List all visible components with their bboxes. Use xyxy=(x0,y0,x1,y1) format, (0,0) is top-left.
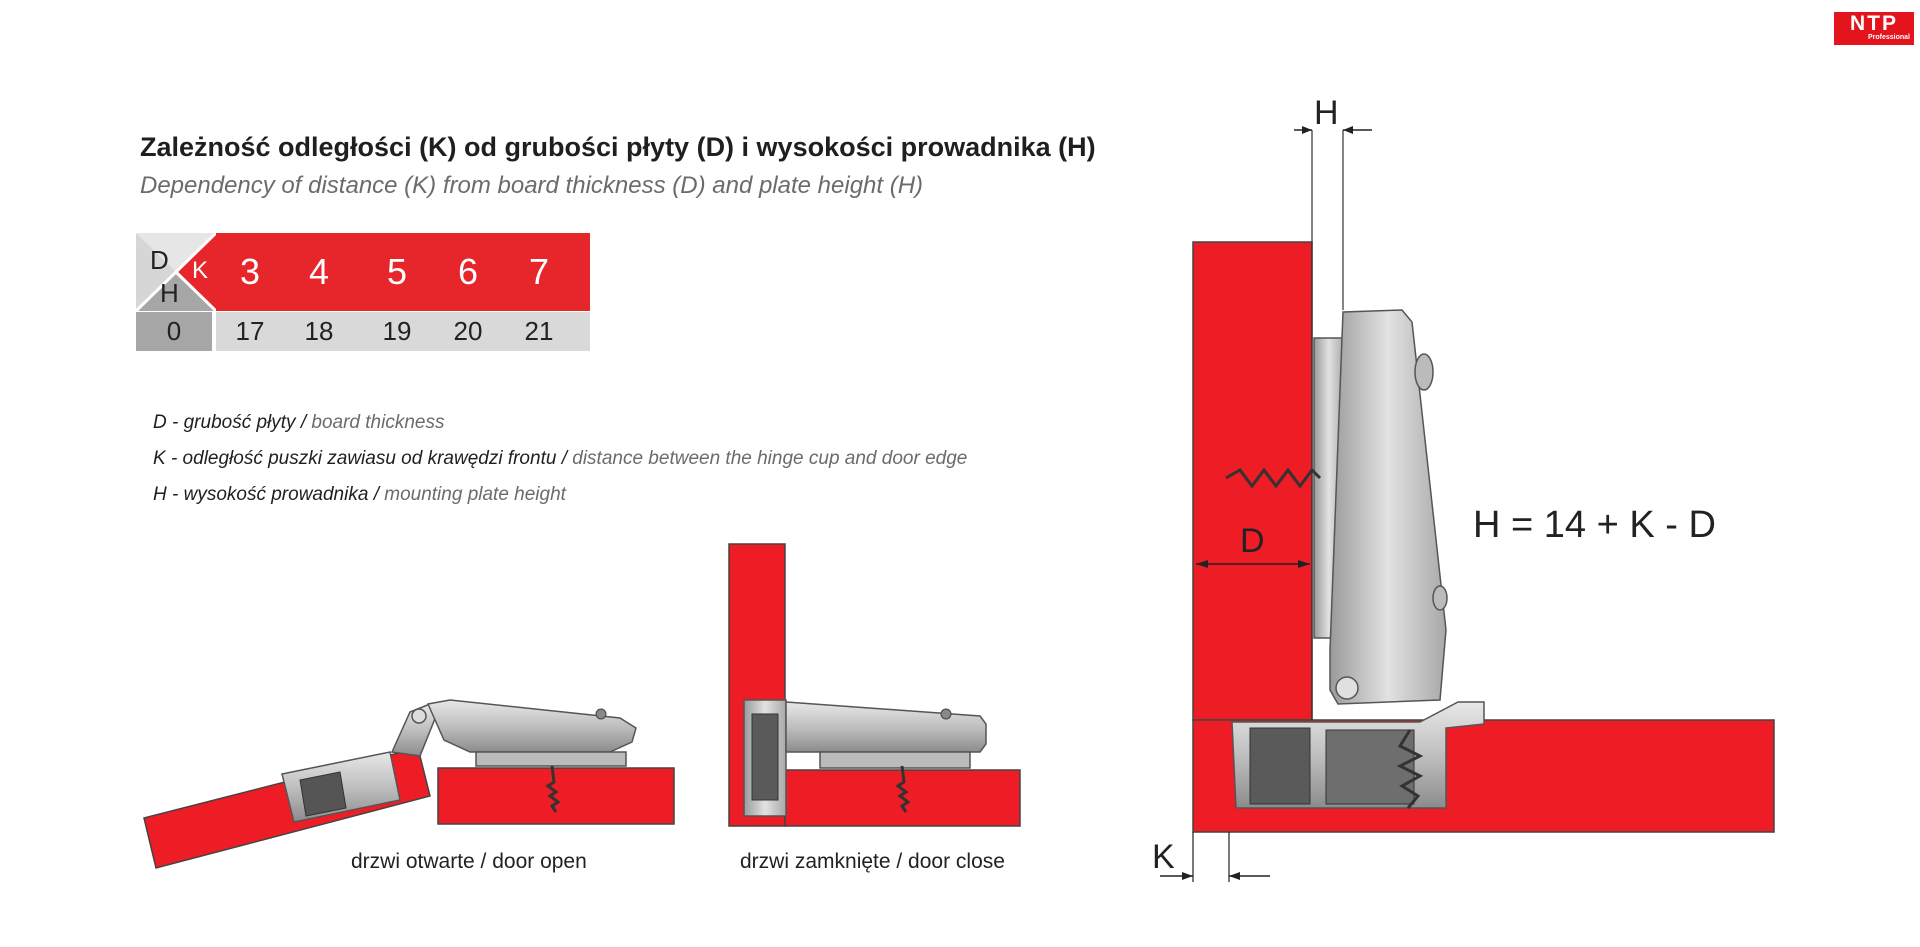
legend-translation: board thickness xyxy=(306,412,445,433)
legend-term: D - grubość płyty / xyxy=(153,412,307,433)
dimension-label-h: H xyxy=(1314,94,1339,132)
door-close-drawing xyxy=(728,543,1021,827)
caption-door-close: drzwi zamknięte / door close xyxy=(740,850,1005,873)
corner-label-h: H xyxy=(160,278,179,308)
page-title: Zależność odległości (K) od grubości pły… xyxy=(140,132,1096,162)
legend-item: D - grubość płyty / board thickness xyxy=(153,412,444,434)
legend-item: H - wysokość prowadnika / mounting plate… xyxy=(153,484,566,506)
main-section-drawing xyxy=(1160,126,1775,882)
dimension-label-k: K xyxy=(1152,838,1175,876)
d-value-cell: 17 xyxy=(235,316,265,346)
k-value-cell: 6 xyxy=(457,251,479,292)
logo-sub: Professional xyxy=(1867,34,1910,41)
legend-translation: distance between the hinge cup and door … xyxy=(566,448,968,469)
d-value-cell: 20 xyxy=(453,316,483,346)
table-corner-cell xyxy=(136,233,216,311)
legend-term: H - wysokość prowadnika / xyxy=(153,484,379,505)
legend-translation: mounting plate height xyxy=(378,484,566,505)
door-open-drawing xyxy=(143,699,675,869)
d-value-cell: 21 xyxy=(524,316,554,346)
k-value-cell: 4 xyxy=(308,251,330,292)
h-value-cell: 0 xyxy=(136,312,212,351)
k-value-cell: 7 xyxy=(528,251,550,292)
caption-door-open: drzwi otwarte / door open xyxy=(351,850,587,873)
k-value-cell: 3 xyxy=(239,251,261,292)
corner-label-k: K xyxy=(192,257,209,284)
formula: H = 14 + K - D xyxy=(1473,504,1716,546)
page-subtitle: Dependency of distance (K) from board th… xyxy=(140,172,924,199)
ntp-logo: NTP Professional xyxy=(1834,12,1914,45)
d-value-cell: 18 xyxy=(304,316,334,346)
corner-label-d: D xyxy=(150,245,169,275)
dependency-table: D K H 0 3 4 5 6 7 17 18 19 20 21 xyxy=(136,233,590,351)
legend-item: K - odległość puszki zawiasu od krawędzi… xyxy=(153,448,967,470)
k-row xyxy=(216,233,590,311)
logo-brand: NTP xyxy=(1850,12,1898,35)
dimension-label-d: D xyxy=(1240,522,1265,560)
legend-term: K - odległość puszki zawiasu od krawędzi… xyxy=(153,448,567,469)
d-row xyxy=(216,312,590,351)
d-value-cell: 19 xyxy=(382,316,412,346)
k-value-cell: 5 xyxy=(386,251,408,292)
